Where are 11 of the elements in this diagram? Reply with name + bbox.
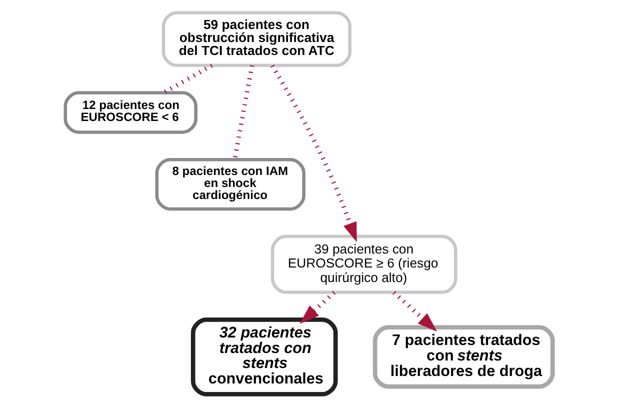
connector (162, 64, 212, 95)
arrow (392, 290, 437, 332)
node-box: 12 pacientes con EUROSCORE < 6 (63, 91, 197, 134)
arrow (299, 290, 336, 324)
node-box: 7 pacientes tratados con stents liberadores de droga (372, 325, 554, 389)
node-box: 8 pacientes con IAM en shock cardiogénico (154, 158, 305, 211)
node-box: 59 pacientes con obstrucción significativa del TCI tratados con ATC (161, 11, 351, 68)
node-box: 32 pacientes tratados con stents convencionales (190, 318, 338, 396)
connector (232, 65, 254, 160)
node-box: 39 pacientes con EUROSCORE ≥ 6 (riesgo quirúrgico alto) (270, 234, 457, 294)
arrow (270, 64, 356, 242)
